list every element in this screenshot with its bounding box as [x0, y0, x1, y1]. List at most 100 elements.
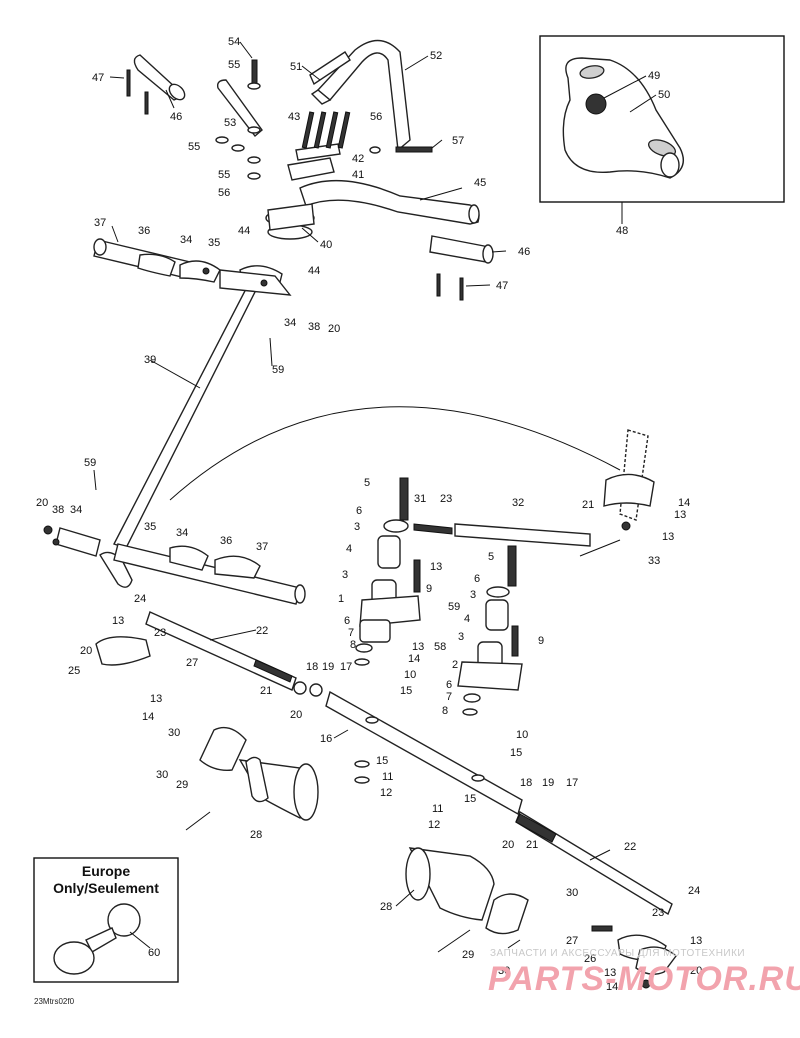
callout: 13 [112, 615, 124, 627]
callout: 52 [430, 50, 442, 62]
boot-right [405, 847, 529, 935]
callout: 34 [176, 527, 188, 539]
callout: 20 [690, 965, 702, 977]
callout: 59 [448, 601, 460, 613]
callout: 1 [338, 593, 344, 605]
callout: 6 [474, 573, 480, 585]
callout: 26 [584, 953, 596, 965]
leader-lines [93, 41, 621, 953]
callout: 16 [320, 733, 332, 745]
callout: 24 [134, 593, 146, 605]
callout: 34 [70, 504, 82, 516]
callout: 34 [180, 234, 192, 246]
callout: 59 [272, 364, 284, 376]
callout: 15 [376, 755, 388, 767]
callout: 46 [518, 246, 530, 258]
callout: 56 [370, 111, 382, 123]
callout: 46 [170, 111, 182, 123]
callout: 25 [68, 665, 80, 677]
callout: 12 [428, 819, 440, 831]
callout: 35 [208, 237, 220, 249]
callout: 19 [322, 661, 334, 673]
callout: 21 [582, 499, 594, 511]
callout: 51 [290, 61, 302, 73]
callout: 42 [352, 153, 364, 165]
callout: 45 [474, 177, 486, 189]
callout: 11 [382, 771, 393, 783]
callout: 38 [52, 504, 64, 516]
callout: 13 [430, 561, 442, 573]
callout: 5 [488, 551, 494, 563]
callout: 53 [224, 117, 236, 129]
callout: 56 [218, 187, 230, 199]
callout: 3 [458, 631, 464, 643]
callout: 35 [144, 521, 156, 533]
callout: 3 [354, 521, 360, 533]
callout: 7 [446, 691, 452, 703]
callout: 17 [340, 661, 352, 673]
callout: 9 [538, 635, 544, 647]
europe-title-line2: Only/Seulement [53, 880, 159, 896]
callout: 58 [434, 641, 446, 653]
callout: 13 [412, 641, 424, 653]
tie-rod-32 [454, 523, 591, 547]
callout: 22 [624, 841, 636, 853]
callout: 44 [308, 265, 320, 277]
callout: 3 [470, 589, 476, 601]
callout: 23 [652, 907, 664, 919]
callout: 37 [256, 541, 268, 553]
cross-member-16 [325, 690, 523, 816]
callout: 10 [404, 669, 416, 681]
callout: 21 [526, 839, 538, 851]
callout: 49 [648, 70, 660, 82]
callout: 55 [228, 59, 240, 71]
tie-rod-left [95, 611, 323, 697]
callout: 6 [356, 505, 362, 517]
callout: 20 [80, 645, 92, 657]
callout: 39 [144, 354, 156, 366]
callout: 60 [148, 947, 160, 959]
callout: 4 [464, 613, 470, 625]
callout: 6 [446, 679, 452, 691]
callout: 30 [168, 727, 180, 739]
callout: 30 [498, 965, 510, 977]
callout: 34 [284, 317, 296, 329]
callout: 5 [364, 477, 370, 489]
bolts-43 [301, 111, 351, 149]
inset-box [539, 35, 785, 203]
callout: 2 [452, 659, 458, 671]
callout: 27 [566, 935, 578, 947]
callout: 30 [566, 887, 578, 899]
callout: 20 [502, 839, 514, 851]
callout: 6 [344, 615, 350, 627]
handlebar-bar [299, 180, 480, 225]
callout: 24 [688, 885, 700, 897]
callout: 11 [432, 803, 443, 815]
callout: 40 [320, 239, 332, 251]
callout: 10 [516, 729, 528, 741]
lower-link-chain [43, 525, 306, 605]
callout: 15 [510, 747, 522, 759]
callout: 20 [328, 323, 340, 335]
callout-numbers: 54 55 52 51 47 46 43 56 57 53 55 55 56 4… [36, 36, 702, 993]
grip-right [429, 235, 491, 263]
europe-box: Europe Only/Seulement [33, 857, 179, 983]
callout: 3 [342, 569, 348, 581]
callout: 21 [260, 685, 272, 697]
callout: 32 [512, 497, 524, 509]
callout: 13 [690, 935, 702, 947]
callout: 17 [566, 777, 578, 789]
callout: 13 [674, 509, 686, 521]
callout: 36 [138, 225, 150, 237]
callout: 14 [606, 981, 618, 993]
callout: 48 [616, 225, 628, 237]
callout: 22 [256, 625, 268, 637]
steering-arm-right [591, 925, 677, 989]
watermark-text: ЗАПЧАСТИ И АКСЕССУАРЫ ДЛЯ МОТОТЕХНИКИ [490, 948, 745, 959]
callout: 14 [408, 653, 420, 665]
callout: 43 [288, 111, 300, 123]
callout: 14 [678, 497, 690, 509]
callout: 41 [352, 169, 364, 181]
